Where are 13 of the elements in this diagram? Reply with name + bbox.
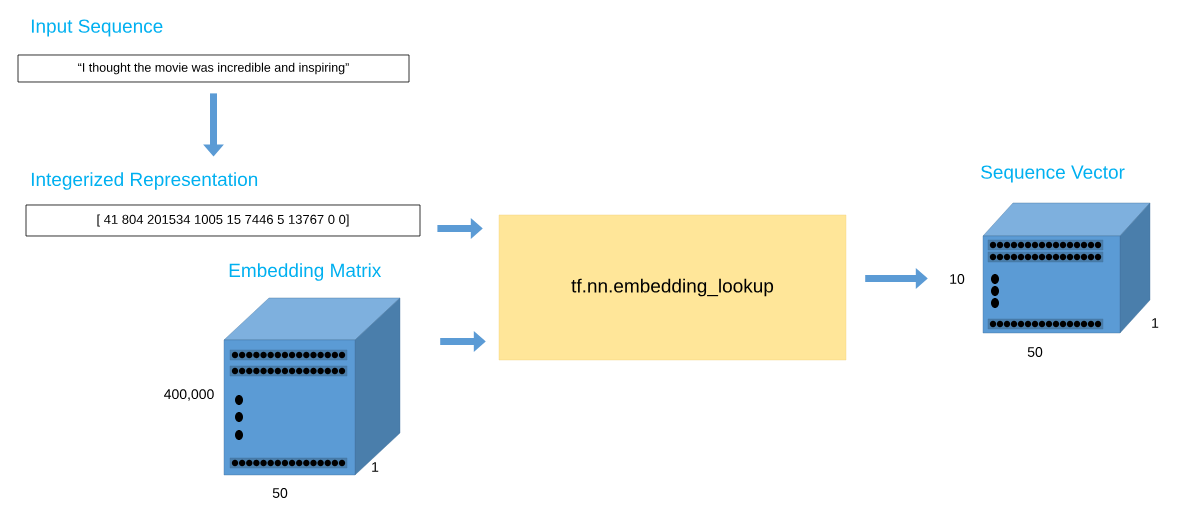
dimension-label: 400,000: [164, 389, 214, 401]
dimension-label: 10: [950, 274, 965, 284]
heading: Integerized Representation: [31, 172, 258, 190]
heading: Input Sequence: [31, 19, 163, 37]
process-box: tf.nn.embedding_lookup: [498, 214, 847, 361]
heading: Sequence Vector: [981, 165, 1125, 183]
dimension-label: 1: [1152, 318, 1159, 328]
heading: Embedding Matrix: [229, 263, 382, 281]
text-box: “I thought the movie was incredible and inspiring”: [17, 54, 410, 83]
dimension-label: 50: [272, 488, 288, 498]
text-box: [ 41 804 201534 1005 15 7446 5 13767 0 0]: [25, 204, 421, 237]
dimension-label: 1: [372, 462, 379, 472]
dimension-label: 50: [1027, 347, 1043, 357]
